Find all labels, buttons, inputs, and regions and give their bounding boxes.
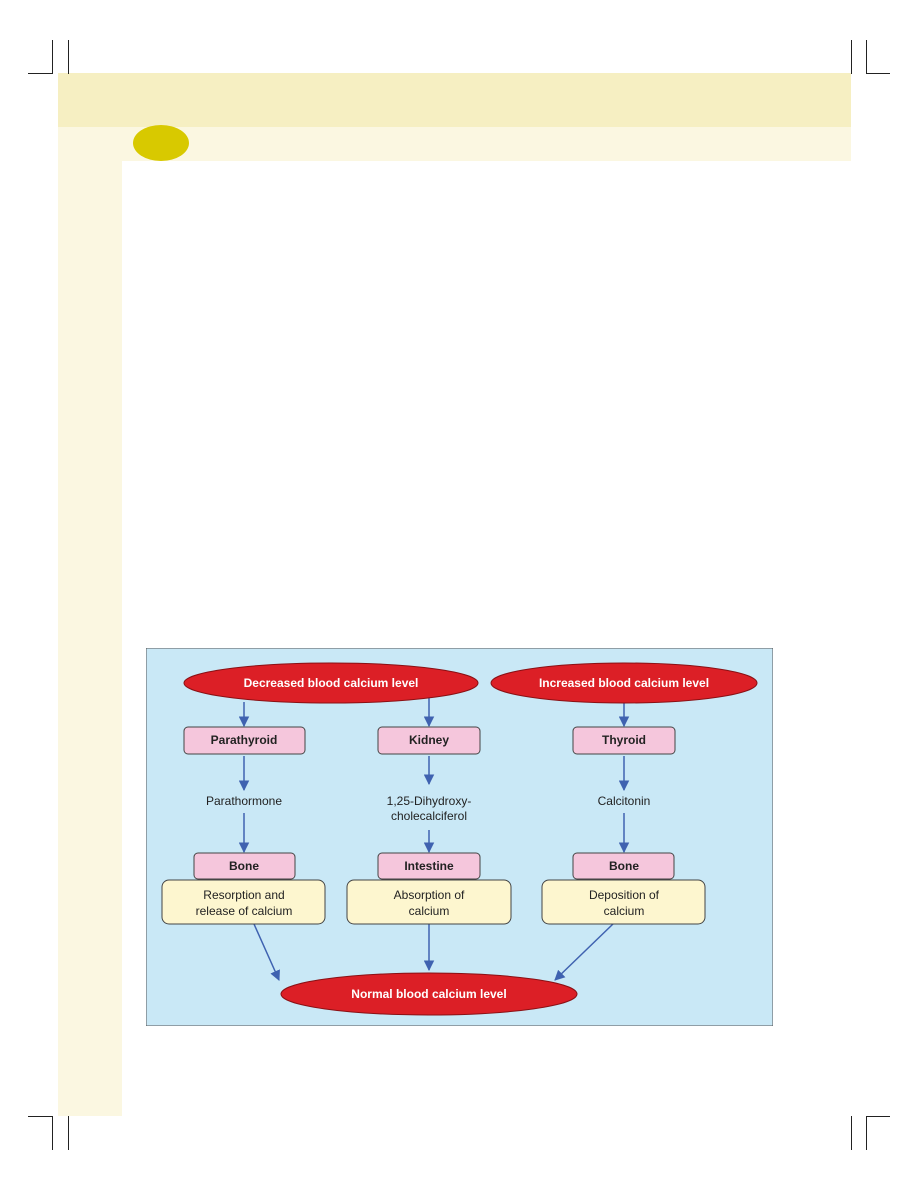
- bone-label-right: Bone: [609, 859, 639, 873]
- intestine-box: [377, 852, 481, 880]
- crop-mark: [866, 40, 867, 74]
- kidney-box: [377, 726, 481, 755]
- decreased-calcium-node: [183, 662, 479, 704]
- kidney-label: Kidney: [409, 733, 449, 747]
- thyroid-label: Thyroid: [602, 733, 646, 747]
- normal-calcium-node: [280, 972, 578, 1016]
- arrow: [554, 923, 614, 981]
- crop-mark: [866, 1116, 867, 1150]
- dihydroxycholecalciferol-label-line2: cholecalciferol: [391, 809, 467, 823]
- page-subheader-band: [58, 127, 851, 161]
- parathyroid-box: [183, 726, 306, 755]
- deposition-label-line1: Deposition of: [589, 888, 660, 902]
- intestine-label: Intestine: [404, 859, 454, 873]
- diagram-background: [146, 648, 773, 1026]
- bone-box-right: [572, 852, 675, 880]
- crop-mark: [851, 1116, 852, 1150]
- resorption-label-line2: release of calcium: [196, 904, 293, 918]
- absorption-label-line2: calcium: [409, 904, 450, 918]
- increased-calcium-label: Increased blood calcium level: [539, 676, 709, 690]
- crop-mark: [52, 40, 53, 74]
- crop-mark: [866, 1116, 890, 1117]
- parathyroid-label: Parathyroid: [211, 733, 278, 747]
- chapter-marker: [133, 125, 189, 161]
- bone-label-left: Bone: [229, 859, 259, 873]
- calcitonin-label: Calcitonin: [598, 794, 651, 808]
- crop-mark: [28, 1116, 52, 1117]
- resorption-box: [161, 879, 326, 925]
- deposition-box: [541, 879, 706, 925]
- deposition-label-line2: calcium: [604, 904, 645, 918]
- crop-mark: [68, 40, 69, 74]
- thyroid-box: [572, 726, 676, 755]
- absorption-box: [346, 879, 512, 925]
- crop-mark: [866, 73, 890, 74]
- normal-calcium-label: Normal blood calcium level: [351, 987, 506, 1001]
- parathormone-label: Parathormone: [206, 794, 282, 808]
- crop-mark: [52, 1116, 53, 1150]
- increased-calcium-node: [490, 662, 758, 704]
- page-margin-strip: [58, 161, 122, 1116]
- arrow: [253, 923, 280, 981]
- crop-mark: [68, 1116, 69, 1150]
- crop-mark: [851, 40, 852, 74]
- absorption-label-line1: Absorption of: [394, 888, 465, 902]
- resorption-label-line1: Resorption and: [203, 888, 284, 902]
- decreased-calcium-label: Decreased blood calcium level: [244, 676, 419, 690]
- calcium-regulation-diagram: Decreased blood calcium level Increased …: [146, 648, 773, 1026]
- crop-mark: [28, 73, 52, 74]
- bone-box-left: [193, 852, 296, 880]
- dihydroxycholecalciferol-label-line1: 1,25-Dihydroxy-: [387, 794, 472, 808]
- page-header-band: [58, 73, 851, 127]
